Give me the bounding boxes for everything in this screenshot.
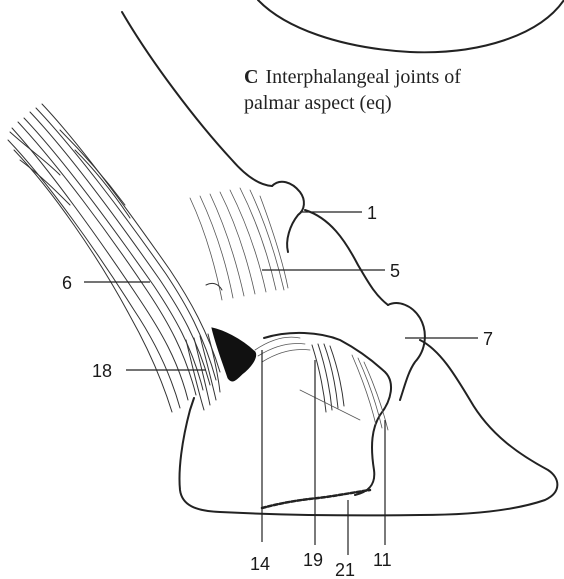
coffin-bone-sole-edge	[262, 490, 370, 508]
dorsal-contour	[305, 210, 388, 305]
label-14: 14	[250, 554, 270, 574]
palmar-ligament-fibers	[186, 334, 220, 410]
label-19: 19	[303, 550, 323, 570]
label-18: 18	[92, 361, 112, 381]
upper-oval-outline	[258, 0, 564, 52]
label-1: 1	[367, 203, 377, 223]
deep-flexor-fibers	[190, 188, 288, 300]
distal-sesamoid-outline	[388, 303, 425, 400]
label-7: 7	[483, 329, 493, 349]
label-11: 11	[373, 550, 392, 570]
distal-ligament-fibers	[255, 337, 388, 430]
limb-outline	[122, 12, 272, 186]
synovial-recess	[212, 328, 256, 381]
label-6: 6	[62, 273, 72, 293]
label-5: 5	[390, 261, 400, 281]
proximal-sesamoid-outline	[272, 182, 304, 252]
superficial-tendon-fibers	[8, 104, 220, 412]
bone-contour	[264, 333, 391, 495]
label-21: 21	[335, 560, 355, 579]
